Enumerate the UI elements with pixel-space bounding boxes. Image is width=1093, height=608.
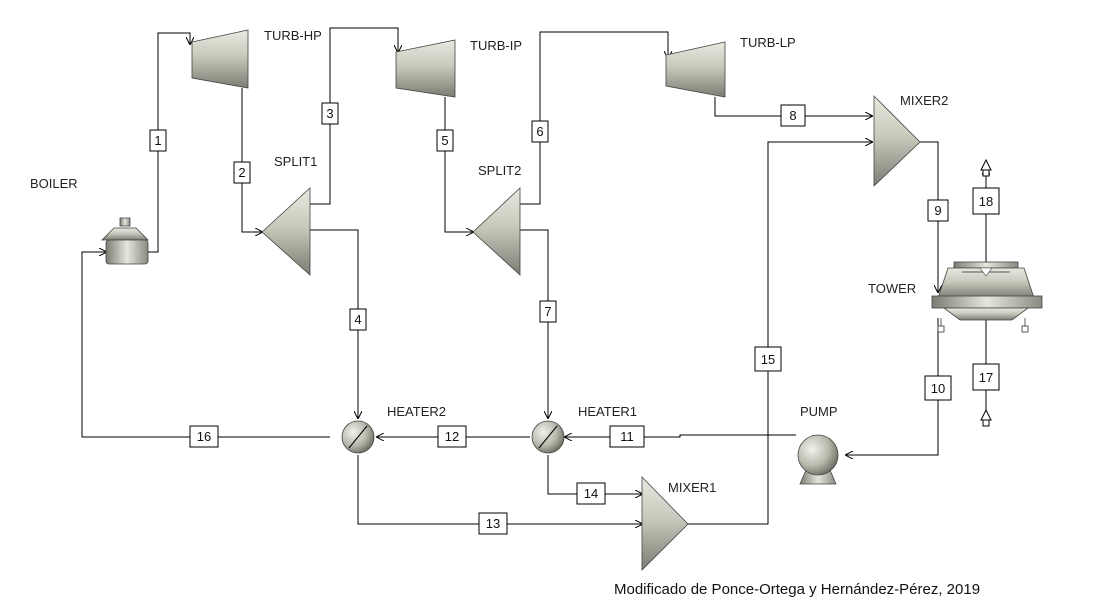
svg-text:13: 13 xyxy=(486,516,500,531)
stream-label-6[interactable]: 6 xyxy=(531,120,549,143)
stream-6-line xyxy=(520,31,668,205)
stream-17-inlet-arrow-icon xyxy=(980,408,992,421)
turb-hp-label: TURB-HP xyxy=(264,28,322,43)
stream-9-line xyxy=(918,141,938,292)
svg-text:16: 16 xyxy=(197,429,211,444)
heater1-label: HEATER1 xyxy=(578,404,637,419)
svg-text:11: 11 xyxy=(620,429,634,444)
turb-ip-label: TURB-IP xyxy=(470,38,522,53)
stream-label-11[interactable]: 11 xyxy=(609,425,645,448)
heater2-unit[interactable] xyxy=(341,420,375,454)
stream-10-line xyxy=(846,318,939,455)
stream-4-line xyxy=(310,229,358,418)
split2-unit[interactable] xyxy=(472,187,521,276)
source-caption: Modificado de Ponce-Ortega y Hernández-P… xyxy=(614,581,980,598)
split1-label: SPLIT1 xyxy=(274,154,317,169)
boiler-unit[interactable] xyxy=(101,217,149,265)
stream-label-17[interactable]: 17 xyxy=(972,363,1000,391)
stream-11-line xyxy=(565,435,796,437)
stream-label-8[interactable]: 8 xyxy=(780,104,806,127)
svg-text:15: 15 xyxy=(761,352,775,367)
stream-2-line xyxy=(241,88,262,232)
stream-16-line xyxy=(81,252,330,438)
stream-label-12[interactable]: 12 xyxy=(437,425,467,448)
stream-label-13[interactable]: 13 xyxy=(478,512,508,535)
svg-text:17: 17 xyxy=(979,370,993,385)
tower-label: TOWER xyxy=(868,281,916,296)
stream-13-line xyxy=(357,455,642,524)
stream-label-10[interactable]: 10 xyxy=(924,375,952,401)
split1-unit[interactable] xyxy=(261,187,311,276)
svg-text:6: 6 xyxy=(536,124,543,139)
pump-unit[interactable] xyxy=(797,434,839,485)
stream-label-3[interactable]: 3 xyxy=(321,102,339,125)
svg-text:14: 14 xyxy=(584,486,598,501)
mixer1-label: MIXER1 xyxy=(668,480,716,495)
stream-7-line xyxy=(520,229,548,418)
svg-text:3: 3 xyxy=(326,106,333,121)
stream-label-15[interactable]: 15 xyxy=(754,346,782,372)
turb-hp-unit[interactable] xyxy=(191,29,249,89)
turb-lp-unit[interactable] xyxy=(665,41,726,98)
mixer2-label: MIXER2 xyxy=(900,93,948,108)
svg-text:1: 1 xyxy=(154,133,161,148)
stream-3-line xyxy=(310,27,398,205)
stream-label-1[interactable]: 1 xyxy=(149,129,167,152)
svg-text:2: 2 xyxy=(238,165,245,180)
stream-label-5[interactable]: 5 xyxy=(436,129,454,152)
stream-label-4[interactable]: 4 xyxy=(349,308,367,331)
mixer1-unit[interactable] xyxy=(641,476,689,571)
split2-label: SPLIT2 xyxy=(478,163,521,178)
turb-ip-unit[interactable] xyxy=(395,39,456,98)
stream-1-line xyxy=(148,32,190,253)
stream-label-18[interactable]: 18 xyxy=(972,187,1000,215)
svg-text:12: 12 xyxy=(445,429,459,444)
turb-lp-label: TURB-LP xyxy=(740,35,796,50)
stream-5-line xyxy=(444,97,473,232)
pump-label: PUMP xyxy=(800,404,838,419)
svg-text:4: 4 xyxy=(354,312,361,327)
stream-label-7[interactable]: 7 xyxy=(539,300,557,323)
tower-unit[interactable] xyxy=(931,261,1043,333)
svg-text:9: 9 xyxy=(934,203,941,218)
svg-text:8: 8 xyxy=(789,108,796,123)
stream-label-2[interactable]: 2 xyxy=(233,161,251,184)
stream-14-line xyxy=(547,455,642,494)
svg-text:5: 5 xyxy=(441,133,448,148)
boiler-label: BOILER xyxy=(30,176,78,191)
heater1-unit[interactable] xyxy=(531,420,565,454)
mixer2-unit[interactable] xyxy=(873,95,921,187)
stream-18-outlet-arrow-icon xyxy=(980,158,992,171)
stream-8-line xyxy=(714,97,872,116)
stream-15-line xyxy=(686,142,872,525)
svg-text:10: 10 xyxy=(931,381,945,396)
svg-text:18: 18 xyxy=(979,194,993,209)
heater2-label: HEATER2 xyxy=(387,404,446,419)
stream-label-16[interactable]: 16 xyxy=(189,425,219,448)
stream-label-14[interactable]: 14 xyxy=(576,482,606,505)
svg-text:7: 7 xyxy=(544,304,551,319)
stream-label-9[interactable]: 9 xyxy=(927,199,949,222)
